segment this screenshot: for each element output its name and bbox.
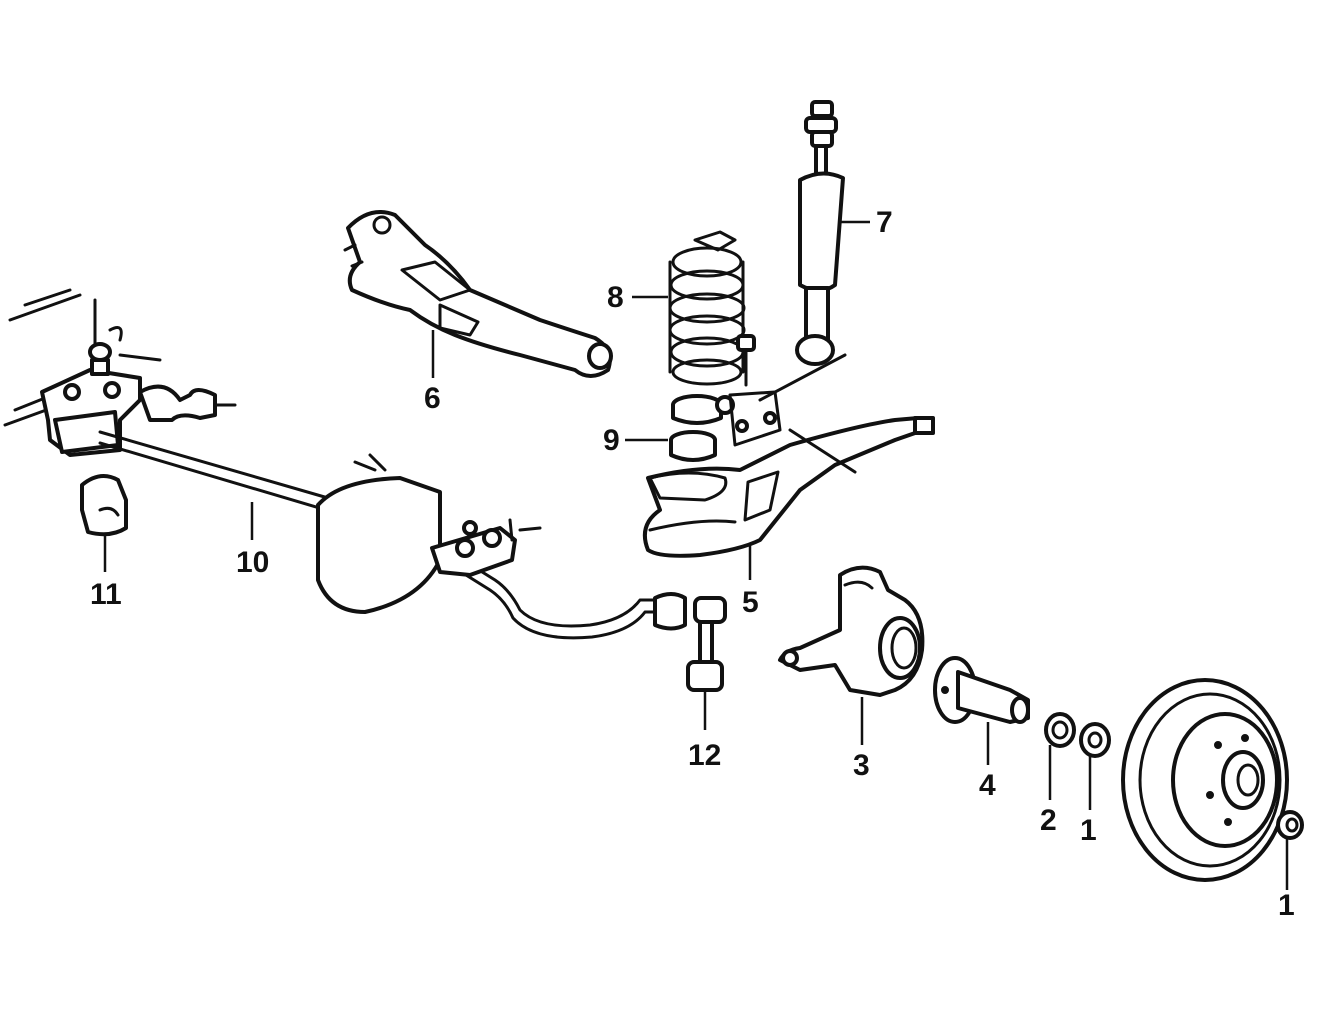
callout-12: 12 [688,739,721,772]
stabilizer-link [653,592,727,692]
brake-rotor [1121,678,1289,882]
wheel-bearing [1044,712,1076,748]
callout-labels: 1 1 2 3 4 5 6 7 8 9 10 11 12 [90,206,1295,922]
spring-bolt [736,334,756,387]
steering-knuckle [778,565,925,697]
callout-10: 10 [236,546,269,579]
callout-3: 3 [853,749,870,782]
callout-4: 4 [979,769,996,802]
spindle [933,656,1030,724]
leader-lines [103,220,1289,890]
stabilizer-frame-bracket [40,342,237,457]
spring-insulator [669,394,735,462]
callout-1-spindle-nut: 1 [1080,814,1097,847]
stabilizer-bushing-bracket [430,518,542,577]
lug-nut [1276,810,1304,840]
coil-spring [668,230,746,386]
callout-9: 9 [603,424,620,457]
callout-11: 11 [90,578,122,611]
frame-fragment [3,288,162,427]
spindle-nut [1079,722,1111,758]
frame-rail [316,453,442,614]
upper-control-arm [343,210,613,378]
callout-1-lug-nut: 1 [1278,889,1295,922]
callout-7: 7 [876,206,893,239]
callout-2: 2 [1040,804,1057,837]
lower-control-arm [643,353,935,558]
callout-6: 6 [424,382,441,415]
stabilizer-bushing [80,474,128,537]
callout-8: 8 [607,281,624,314]
shock-absorber [795,100,845,366]
callout-5: 5 [742,586,759,619]
